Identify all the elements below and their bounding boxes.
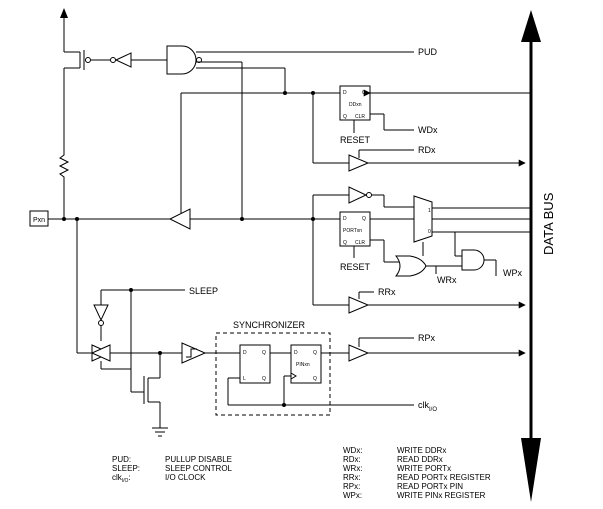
latch-pin-l: L	[243, 376, 246, 382]
junction	[282, 403, 286, 407]
ddxn-flipflop: D Q DDxn Q CLR	[339, 85, 371, 133]
vcc-arrow	[60, 8, 68, 52]
data-bus-label: DATA BUS	[541, 192, 556, 255]
schmitt-trigger	[181, 342, 240, 364]
pinxn-label: PINxn	[296, 362, 310, 368]
clk-label: clkI/O	[418, 400, 437, 413]
junction	[240, 217, 244, 221]
portxn-pin-q: Q	[362, 216, 366, 222]
legend-right-desc: READ PORTx REGISTER	[397, 473, 491, 482]
ddxn-label: DDxn	[349, 102, 362, 108]
ddxn-reset: RESET	[340, 135, 371, 145]
data-bus: DATA BUS	[521, 10, 556, 502]
legend-right-abbr: RRx:	[343, 473, 361, 482]
portxn-label: PORTxn	[343, 228, 362, 234]
portxn-pin-clr: CLR	[355, 240, 365, 246]
legend-left-abbr: clkI/O:	[112, 473, 131, 484]
ddxn-pin-d: D	[343, 90, 347, 96]
mux-input-0: 0	[428, 229, 431, 235]
wrx-label: WRx	[437, 275, 457, 285]
legend-right-abbr: RDx:	[343, 455, 361, 464]
junction	[311, 217, 315, 221]
port-mux: 1 0	[413, 195, 531, 256]
rdx-label: RDx	[418, 145, 436, 155]
legend-right-desc: WRITE PINx REGISTER	[397, 491, 486, 500]
legend-right-desc: READ DDRx	[397, 455, 443, 464]
sleep-transmission-gate	[90, 344, 182, 370]
pullup-transistor	[63, 50, 91, 150]
legend-right: WDx: WRITE DDRx RDx: READ DDRx WRx: WRIT…	[343, 446, 491, 500]
portxn-reset: RESET	[340, 262, 371, 272]
portxn-flipflop: D Q PORTxn Q CLR	[339, 211, 371, 258]
sleep-label: SLEEP	[189, 286, 218, 296]
legend-right-desc: WRITE DDRx	[397, 446, 446, 455]
rrx-label: RRx	[378, 287, 396, 297]
pud-label: PUD	[418, 47, 438, 57]
wdx-label: WDx	[418, 125, 438, 135]
legend-left-abbr: SLEEP:	[112, 464, 140, 473]
portxn-pin-d: D	[343, 216, 347, 222]
ddxn-pin-qbar: Q	[343, 114, 347, 120]
rdx-buffer	[313, 149, 526, 172]
port-or-gate	[370, 239, 462, 277]
latch-pin-qbar: Q	[262, 376, 266, 382]
ddxn-pin-clr: CLR	[355, 114, 365, 120]
pinxn-flipflop: D Q PINxn Q	[290, 344, 322, 384]
legend-right-abbr: WDx:	[343, 446, 363, 455]
legend-right-desc: READ PORTx PIN	[397, 482, 463, 491]
legend-right-abbr: WRx:	[343, 464, 363, 473]
synchronizer-box	[215, 332, 331, 416]
pxn-label: Pxn	[33, 217, 45, 224]
pinxn-pin-q: Q	[313, 350, 317, 356]
junction	[311, 91, 315, 95]
junction	[62, 217, 66, 221]
mux-input-1: 1	[428, 208, 431, 214]
legend-left-abbr: PUD:	[112, 455, 131, 464]
latch-pin-q: Q	[262, 350, 266, 356]
pullup-inverter	[91, 52, 167, 68]
sleep-inverter	[93, 289, 185, 341]
mux-inverter	[313, 186, 414, 208]
wpx-and-gate	[454, 232, 497, 276]
wpx-label: WPx	[503, 268, 522, 278]
legend-left: PUD: PULLUP DISABLE SLEEP: SLEEP CONTROL…	[112, 455, 233, 484]
legend-left-desc: I/O CLOCK	[165, 473, 206, 482]
output-driver	[168, 208, 191, 230]
portxn-pin-qbar: Q	[343, 240, 347, 246]
pinxn-pin-d: D	[294, 350, 298, 356]
legend-left-desc: PULLUP DISABLE	[165, 455, 232, 464]
legend-right-desc: WRITE PORTx	[397, 464, 451, 473]
legend-right-abbr: RPx:	[343, 482, 360, 491]
legend-left-desc: SLEEP CONTROL	[165, 464, 233, 473]
junction	[129, 288, 133, 292]
rpx-buffer	[321, 337, 526, 362]
legend-right-abbr: WPx:	[343, 491, 362, 500]
pullup-and-gate	[166, 45, 414, 75]
latch-pin-d: D	[243, 350, 247, 356]
pullup-resistor	[58, 150, 70, 220]
pulldown-transistor	[131, 353, 168, 437]
synchronizer-label: SYNCHRONIZER	[233, 320, 306, 330]
rrx-buffer	[313, 291, 526, 314]
pxn-pad: Pxn	[29, 210, 49, 227]
ddxn-pin-q: Q	[362, 90, 366, 96]
sync-latch: D Q L Q	[239, 344, 291, 384]
pinxn-pin-qbar: Q	[313, 376, 317, 382]
rpx-label: RPx	[418, 333, 436, 343]
